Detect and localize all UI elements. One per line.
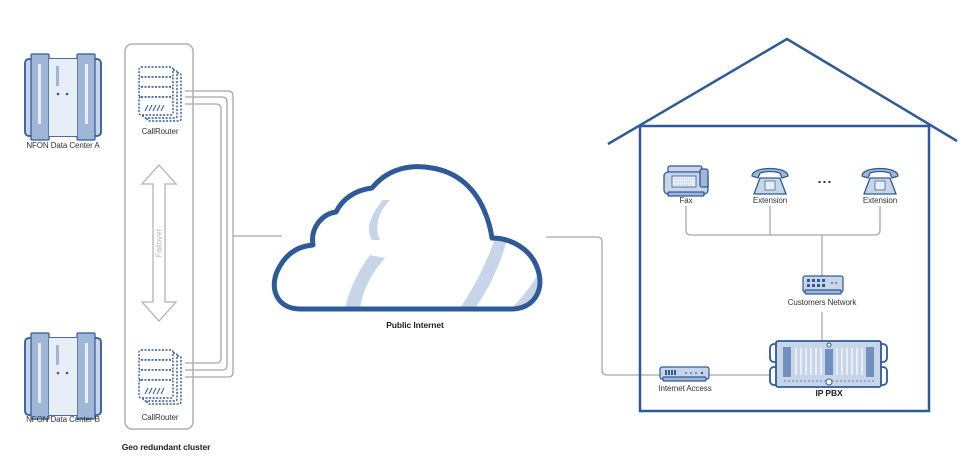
- customers-network-label: Customers Network: [787, 298, 857, 307]
- devices-bus-line: [685, 206, 881, 236]
- uplink-line: [185, 236, 222, 364]
- cluster-label: Geo redundant cluster: [121, 442, 211, 452]
- datacenter-a-icon: [24, 53, 102, 141]
- cloud-label: Public Internet: [386, 320, 444, 330]
- callrouter-a-icon: [138, 66, 182, 122]
- more-devices-ellipsis: ...: [817, 170, 833, 186]
- datacenter-a-label: NFON Data Center A: [26, 141, 100, 150]
- ip-pbx-icon: [769, 340, 888, 388]
- modem-icon: [659, 366, 710, 382]
- internet-access-label: Internet Access: [658, 384, 712, 393]
- failover-label: Failover: [154, 228, 164, 258]
- house-roof: [607, 37, 958, 146]
- datacenter-b-label: NFON Data Center B: [26, 415, 100, 424]
- uplink-line: [185, 90, 234, 236]
- phone-icon-1: [751, 167, 789, 195]
- extension-label-1: Extension: [752, 196, 788, 205]
- datacenter-b-icon: [24, 332, 102, 420]
- house-walls: [638, 124, 931, 413]
- cloud-icon: [271, 164, 543, 312]
- fax-label: Fax: [679, 196, 693, 205]
- uplink-line: [185, 236, 234, 378]
- extension-label-2: Extension: [862, 196, 898, 205]
- cluster-panel: [124, 43, 194, 430]
- cluster-uplinks: [185, 90, 881, 378]
- phone-icon-2: [861, 167, 899, 195]
- uplink-line: [185, 96, 228, 236]
- network-switch-icon: [802, 275, 844, 295]
- failover-arrow-icon: [140, 164, 178, 322]
- uplink-line: [185, 236, 228, 371]
- ip-pbx-label: IP PBX: [815, 388, 843, 398]
- fax-icon: [663, 165, 709, 197]
- cloud-to-access-line: [546, 236, 660, 376]
- callrouter-b-label: CallRouter: [141, 413, 179, 422]
- customer-premises-house: [607, 37, 958, 413]
- uplink-line: [185, 103, 222, 236]
- callrouter-b-icon: [138, 349, 182, 405]
- callrouter-a-label: CallRouter: [141, 127, 179, 136]
